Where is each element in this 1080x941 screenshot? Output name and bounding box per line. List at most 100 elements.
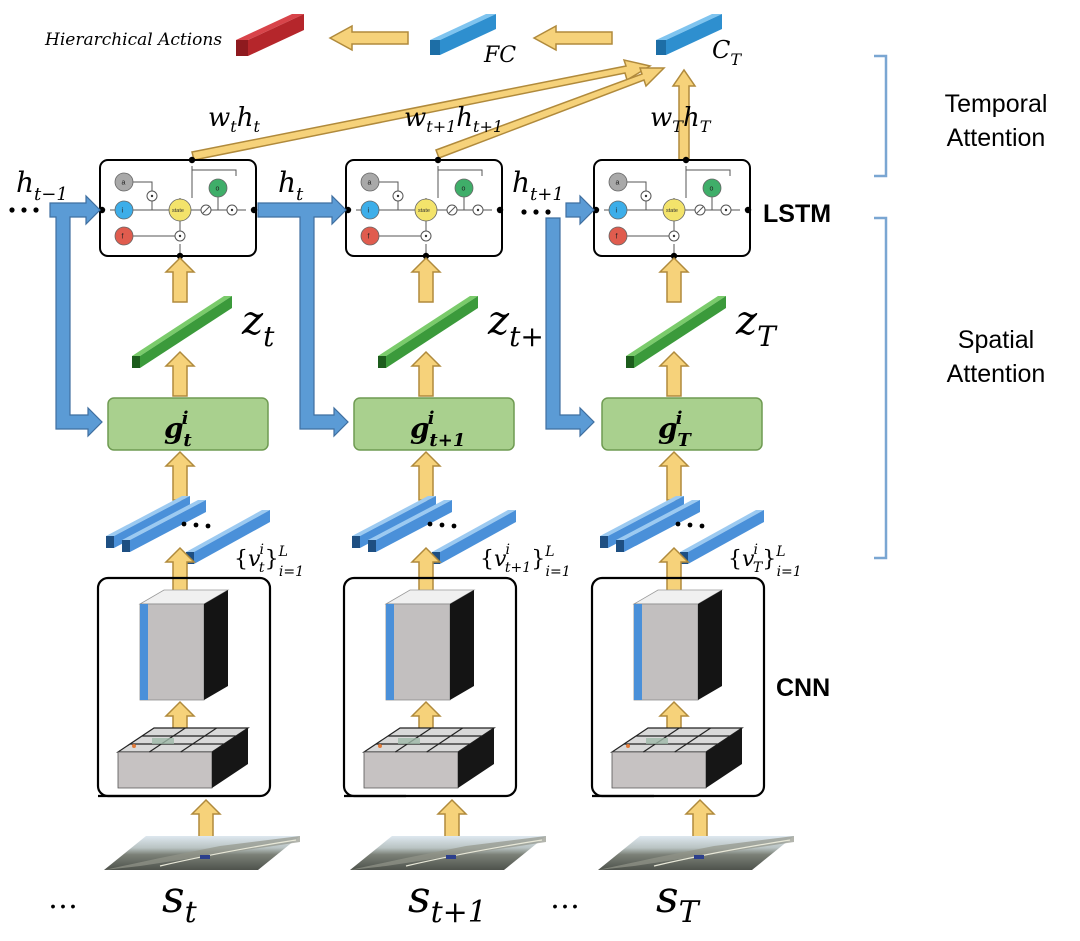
spatial-attention-box-t1	[353, 397, 515, 451]
temporal-attention-label-1: Temporal	[945, 90, 1048, 118]
action-bar	[236, 14, 304, 56]
top-row: Hierarchical Actions FC CT	[44, 14, 742, 69]
cnn-label: CNN	[776, 674, 830, 702]
state-node	[168, 198, 192, 222]
state-node	[414, 198, 438, 222]
gate-i-label: i	[616, 208, 618, 215]
fc-bar	[430, 14, 496, 55]
cnn-frame-T	[590, 576, 766, 798]
gate-i	[608, 200, 628, 220]
hierarchical-actions-label: Hierarchical Actions	[44, 30, 222, 50]
hidden-branch-to-g3	[545, 217, 595, 438]
hidden-arrow-into-cell-1	[49, 194, 103, 438]
z-to-lstm-arrow	[410, 256, 442, 303]
feature-bar-2	[368, 500, 452, 552]
gate-f	[360, 226, 380, 246]
weight-arrow-t	[191, 58, 652, 161]
fc-label: FC	[483, 43, 516, 68]
cnn-input-grid	[362, 727, 496, 789]
feature-bar-2	[616, 500, 700, 552]
ct-to-fc-arrow	[532, 24, 613, 52]
s-label-T: sT	[656, 872, 701, 930]
ellipsis-left: …	[48, 881, 78, 916]
features-to-attention-arrow	[164, 450, 196, 501]
gate-o-label: o	[462, 186, 466, 193]
image-to-cnn-arrow	[684, 798, 716, 839]
image-to-cnn-arrow	[436, 798, 468, 839]
side-labels: Temporal Attention LSTM Spatial Attentio…	[763, 54, 1048, 702]
z-to-lstm-arrow	[658, 256, 690, 303]
ellipsis-middle: …	[550, 881, 580, 916]
gate-f-label: f	[122, 234, 124, 241]
z-to-lstm-arrow	[164, 256, 196, 303]
gate-o-label: o	[216, 186, 220, 193]
lstm-label: LSTM	[763, 200, 831, 228]
state-label: state	[666, 208, 678, 214]
fc-to-action-arrow	[328, 24, 409, 52]
spatial-attention-label-1: Spatial	[958, 326, 1034, 354]
driving-frame-image-T	[598, 836, 794, 870]
spatial-attention-box-t	[107, 397, 269, 451]
temporal-attention-arrows	[191, 58, 697, 161]
attention-to-z-arrow	[164, 350, 196, 397]
cnn-input-grid	[116, 727, 250, 789]
driving-frame-image-t	[104, 836, 300, 870]
gate-o	[208, 178, 228, 198]
z-label-T: zT	[735, 298, 778, 353]
weight-labels: wtht wt+1ht+1 wThT	[208, 103, 712, 136]
features-to-attention-arrow	[658, 450, 690, 501]
weight-arrow-T	[671, 68, 697, 161]
gate-f-label: f	[616, 234, 618, 241]
attention-to-z-arrow	[410, 350, 442, 397]
gate-a-label: a	[122, 180, 126, 187]
gate-a-label: a	[368, 180, 372, 187]
gate-a	[114, 172, 134, 192]
gate-f-label: f	[368, 234, 370, 241]
state-label: state	[172, 208, 184, 214]
hidden-label-t-1: ht−1	[16, 166, 68, 205]
s-label-t1: st+1	[408, 872, 487, 930]
feature-bar-2	[122, 500, 206, 552]
z-vector-t1	[378, 296, 478, 368]
cnn-input-grid	[610, 727, 744, 789]
spatial-attention-box-T	[601, 397, 763, 451]
cnn-feature-cube	[138, 589, 230, 701]
s-label-t: st	[162, 872, 198, 930]
hidden-label-t1: ht+1	[512, 166, 564, 205]
gate-f	[114, 226, 134, 246]
gate-a	[360, 172, 380, 192]
spatial-attention-label-2: Attention	[947, 360, 1046, 388]
z-label-t: zt	[241, 298, 275, 353]
features-to-attention-arrow	[410, 450, 442, 501]
cnn-frame-t	[96, 576, 272, 798]
temporal-attention-bracket	[874, 54, 888, 178]
hidden-state-flow: ht−1 ht ht+1	[9, 166, 595, 438]
cnn-feature-cube	[632, 589, 724, 701]
gate-o-label: o	[710, 186, 714, 193]
hidden-arrow-into-cell-3	[565, 194, 595, 226]
bottom-ellipses: … …	[48, 881, 580, 916]
weight-label-t1: wt+1ht+1	[404, 103, 503, 136]
gate-a	[608, 172, 628, 192]
weight-arrow-t1	[435, 67, 666, 159]
ct-label: CT	[712, 36, 742, 69]
state-node	[662, 198, 686, 222]
attention-to-z-arrow	[658, 350, 690, 397]
cnn-feature-cube	[384, 589, 476, 701]
gate-i	[114, 200, 134, 220]
cnn-frame-t1	[342, 576, 518, 798]
gate-o	[454, 178, 474, 198]
